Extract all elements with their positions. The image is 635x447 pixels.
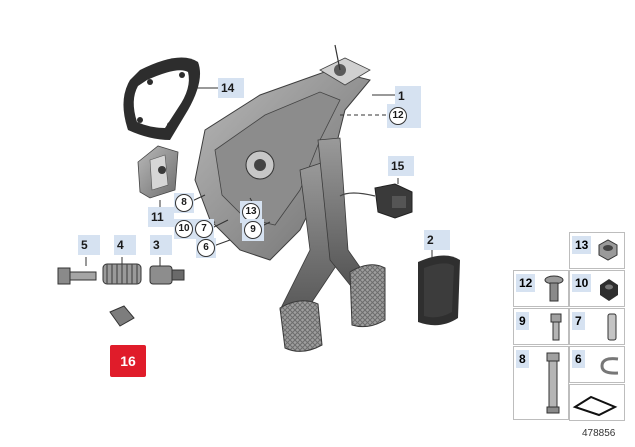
callout-14: 14 [218, 78, 244, 98]
hex-nut-icon [598, 239, 618, 261]
spring-part [102, 263, 142, 285]
callout-11: 11 [148, 207, 174, 227]
legend-label: 6 [572, 350, 585, 368]
gasket-symbol-icon [572, 395, 618, 417]
legend-gasket-symbol [569, 384, 625, 421]
circled-13: 13 [242, 203, 260, 221]
circled-10-wrap: 10 [174, 219, 194, 239]
callout-15: 15 [388, 156, 414, 176]
legend-bolt-8: 8 [513, 346, 569, 420]
circled-12-wrap: 12 [387, 104, 421, 128]
circled-13-wrap: 13 [240, 201, 262, 223]
circled-6: 6 [197, 239, 215, 257]
spring-clip-icon [600, 357, 619, 375]
legend-screw-12: 12 [513, 270, 569, 307]
legend-clip-6: 6 [569, 346, 625, 383]
long-bolt-icon [546, 352, 560, 414]
gasket-part [123, 57, 201, 140]
legend-label: 12 [516, 274, 536, 292]
clutch-pedal-part [317, 137, 386, 328]
legend-label: 8 [516, 350, 529, 368]
screw-icon [544, 275, 564, 302]
sleeve-icon [607, 313, 617, 341]
pedal-box-part [194, 44, 371, 261]
circled-7: 7 [195, 220, 213, 238]
bush-part [149, 265, 185, 285]
circled-10: 10 [175, 220, 193, 238]
callout-2: 2 [424, 230, 450, 250]
circled-9-wrap: 9 [242, 219, 264, 241]
circled-8-wrap: 8 [174, 193, 194, 213]
bolt-part [57, 267, 97, 285]
legend-label: 7 [572, 312, 585, 330]
circled-12: 12 [389, 107, 407, 125]
clip-part [109, 305, 135, 327]
legend-nut-10: 10 [569, 270, 625, 307]
circled-8: 8 [175, 194, 193, 212]
legend-pin-9: 9 [513, 308, 569, 345]
legend-label: 13 [572, 236, 592, 254]
legend-sleeve-7: 7 [569, 308, 625, 345]
legend-label: 10 [572, 274, 592, 292]
switch-part [339, 183, 413, 219]
callout-1: 1 [395, 86, 421, 106]
legend-nut-13: 13 [569, 232, 625, 269]
callout-5: 5 [78, 235, 100, 255]
diagram-number: 478856 [582, 428, 616, 439]
legend-label: 9 [516, 312, 529, 330]
circled-7-wrap: 7 [194, 219, 214, 239]
circled-6-wrap: 6 [196, 238, 216, 258]
pedal-pad-cover-part [418, 255, 460, 326]
bracket-part [137, 145, 179, 199]
callout-3: 3 [150, 235, 172, 255]
callout-4: 4 [114, 235, 136, 255]
circled-9: 9 [244, 221, 262, 239]
flange-nut-icon [600, 279, 618, 301]
callout-16-highlight: 16 [110, 345, 146, 377]
pin-icon [550, 313, 562, 341]
